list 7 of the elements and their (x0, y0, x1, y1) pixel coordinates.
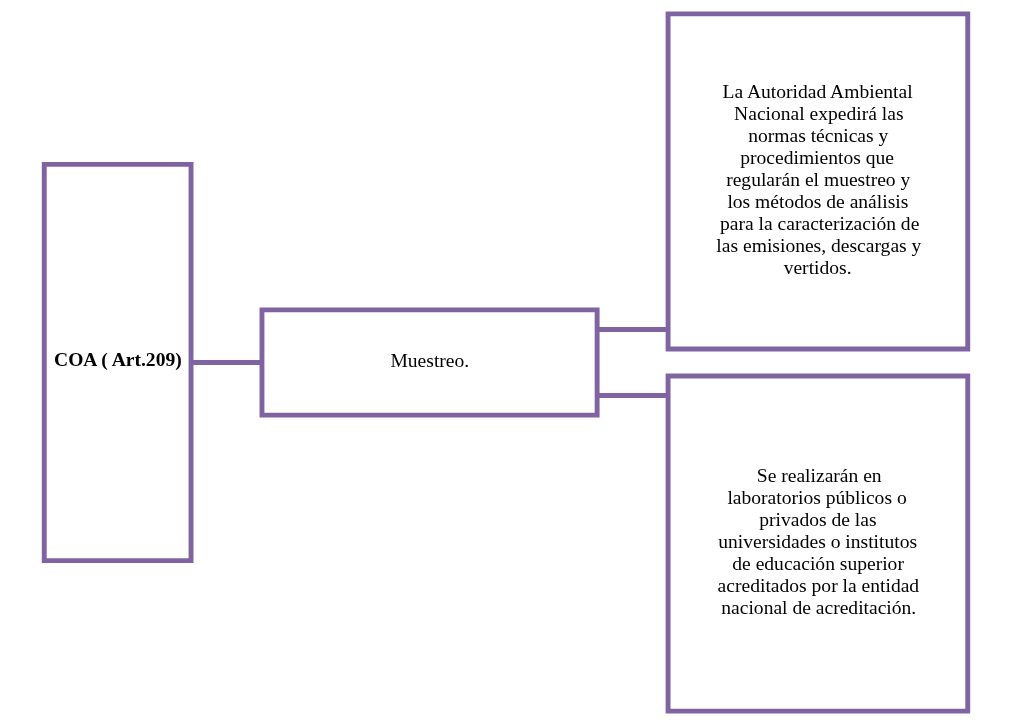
connector (597, 326, 668, 332)
node-box: COA ( Art.209) (41, 161, 194, 563)
connector (597, 392, 668, 398)
node-box: La Autoridad Ambiental Nacional expedirá las normas técnicas y procedimientos que regularán el muestreo y los métodos de análisis para la caracterización de las emisiones, descargas y vertidos. (665, 10, 971, 351)
node-box: Se realizarán en laboratorios públicos o privados de las universidades o institutos de educación superior acreditados por la entidad nacional de acreditación. (665, 373, 971, 714)
node-box: Muestreo. (259, 306, 600, 418)
connector (191, 359, 262, 365)
